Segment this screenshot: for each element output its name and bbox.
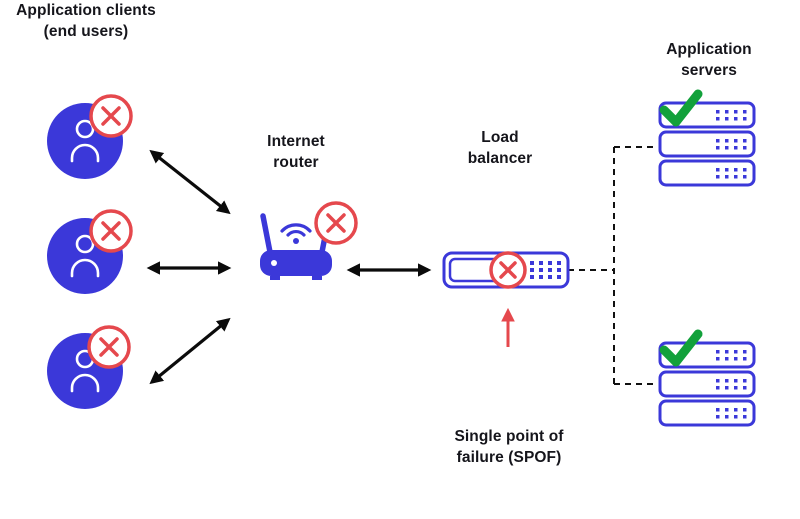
servers-label-line1: Application: [666, 41, 752, 58]
servers-label: Application servers: [636, 39, 782, 81]
client-node-1: [47, 94, 133, 179]
user-icon: [70, 119, 100, 163]
server-icon: [658, 399, 756, 427]
servers-label-line2: servers: [681, 62, 737, 79]
x-mark-icon: [87, 325, 131, 369]
client-router-arrows: [146, 149, 232, 385]
server-stack-2: [658, 329, 756, 427]
spof-label-line1: Single point of: [454, 428, 564, 445]
router-label: Internet router: [246, 131, 346, 173]
router-led: [271, 260, 277, 266]
server-icon: [658, 370, 756, 398]
wifi-icon: [280, 223, 312, 244]
x-mark-icon: [489, 251, 527, 289]
x-mark-icon: [89, 94, 133, 138]
server-stack-1: [658, 89, 756, 187]
x-mark-icon: [314, 201, 358, 245]
router-foot: [270, 276, 280, 280]
router-body: [260, 250, 332, 276]
load-balancer-label-line2: balancer: [467, 150, 533, 167]
dashed-connector: [568, 146, 658, 385]
clients-label-line2: (end users): [43, 23, 129, 40]
router-icon: [260, 201, 358, 280]
double-arrow: [149, 149, 231, 215]
user-icon: [70, 234, 100, 278]
load-balancer-icon: [442, 251, 570, 289]
client-node-2: [47, 209, 133, 294]
check-icon: [659, 89, 703, 127]
double-arrow: [149, 317, 231, 385]
clients-label: Application clients (end users): [0, 0, 172, 42]
client-node-3: [47, 325, 131, 409]
router-label-line2: router: [273, 154, 319, 171]
server-icon: [658, 159, 756, 187]
clients-label-line1: Application clients: [16, 2, 156, 19]
load-balancer-label-line1: Load: [481, 129, 519, 146]
load-balancer-vents: [530, 261, 561, 279]
spof-label: Single point of failure (SPOF): [423, 426, 595, 468]
spof-label-line2: failure (SPOF): [456, 449, 562, 466]
x-mark-icon: [89, 209, 133, 253]
router-label-line1: Internet: [267, 133, 325, 150]
load-balancer-label: Load balancer: [450, 127, 550, 169]
check-icon: [659, 329, 703, 367]
router-foot: [312, 276, 322, 280]
server-icon: [658, 130, 756, 158]
router-antenna: [260, 213, 273, 255]
